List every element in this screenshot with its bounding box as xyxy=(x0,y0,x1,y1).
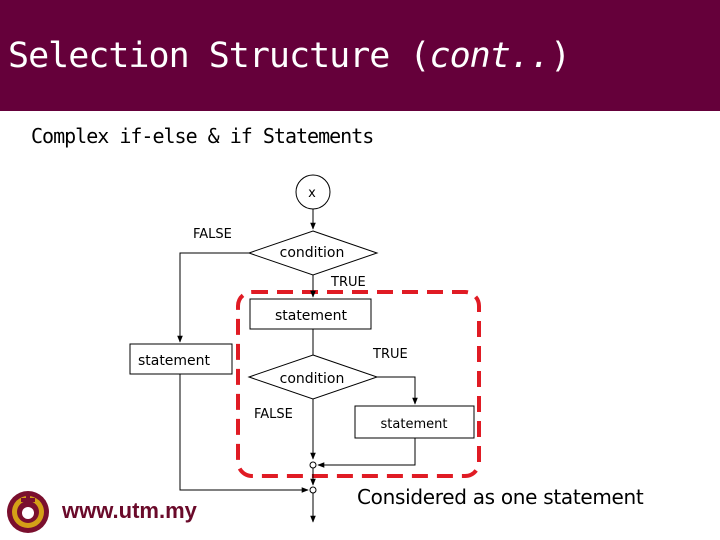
join-connector-inner xyxy=(309,461,317,469)
slide-title: Selection Structure (cont..) xyxy=(8,36,571,76)
condition-top-label: condition xyxy=(280,245,345,261)
false-label-inner: FALSE xyxy=(254,407,293,422)
statement-left-label: statement xyxy=(138,353,211,369)
flow-line-false-top xyxy=(177,252,249,343)
false-label-top: FALSE xyxy=(193,227,232,242)
flow-line-true-inner xyxy=(377,376,418,405)
statement-right-box xyxy=(354,405,475,439)
footer-url: www.utm.my xyxy=(62,498,197,523)
title-main-text: Selection Structure ( xyxy=(8,36,431,76)
statement-right-label: statement xyxy=(381,417,448,432)
highlight-region xyxy=(236,290,481,478)
statement-middle-box xyxy=(249,298,372,330)
start-label: x xyxy=(308,186,316,201)
true-label-inner: TRUE xyxy=(372,347,408,362)
title-bar: Selection Structure (cont..) xyxy=(0,0,720,111)
flow-line-join-outer xyxy=(179,374,309,493)
statement-middle-label: statement xyxy=(275,308,348,324)
condition-inner-label: condition xyxy=(280,371,345,387)
slide-subtitle: Complex if-else & if Statements xyxy=(31,124,374,148)
statement-left-box xyxy=(129,343,233,375)
join-connector-outer xyxy=(309,486,317,494)
title-italic-text: cont.. xyxy=(429,36,551,76)
true-label-top: TRUE xyxy=(330,275,366,290)
utm-logo-icon xyxy=(7,491,49,533)
flow-line-join-inner xyxy=(317,438,416,468)
footer-note: Considered as one statement xyxy=(357,485,644,509)
title-end-text: ) xyxy=(549,36,571,76)
